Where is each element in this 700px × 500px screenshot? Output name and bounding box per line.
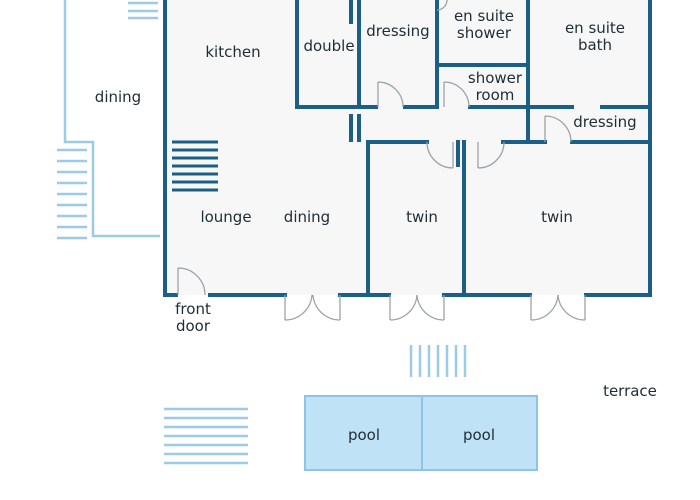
label-dressing-1: dressing [366, 22, 429, 40]
outdoor-dining-area [63, 0, 160, 238]
label-en-suite-bath-1: en suite [565, 19, 625, 37]
label-terrace: terrace [603, 382, 657, 400]
label-double: double [303, 37, 354, 55]
outdoor-steps-left [57, 148, 87, 240]
label-twin-2: twin [541, 208, 573, 226]
label-shower-room-2: room [476, 86, 515, 104]
pool [304, 395, 538, 471]
walls [163, 0, 652, 297]
label-front-door-2: door [176, 317, 211, 335]
label-en-suite-bath-2: bath [578, 36, 612, 54]
label-pool-2: pool [463, 426, 495, 444]
outdoor-steps-pool-top [409, 345, 467, 377]
interior-stairs [172, 140, 218, 192]
label-kitchen: kitchen [205, 43, 260, 61]
label-pool-1: pool [348, 426, 380, 444]
label-shower-room-1: shower [468, 69, 523, 87]
label-front-door-1: front [175, 300, 211, 318]
outdoor-steps-pool-left [164, 407, 248, 465]
label-dressing-2: dressing [573, 113, 636, 131]
label-dining-inside: dining [284, 208, 330, 226]
label-dining-outside: dining [95, 88, 141, 106]
label-lounge: lounge [200, 208, 251, 226]
label-twin-1: twin [406, 208, 438, 226]
label-en-suite-shower-1: en suite [454, 7, 514, 25]
room-labels: dining kitchen double dressing en suite … [95, 7, 657, 444]
door-swings [177, 0, 586, 321]
outdoor-steps-top [128, 1, 158, 20]
label-en-suite-shower-2: shower [457, 24, 512, 42]
